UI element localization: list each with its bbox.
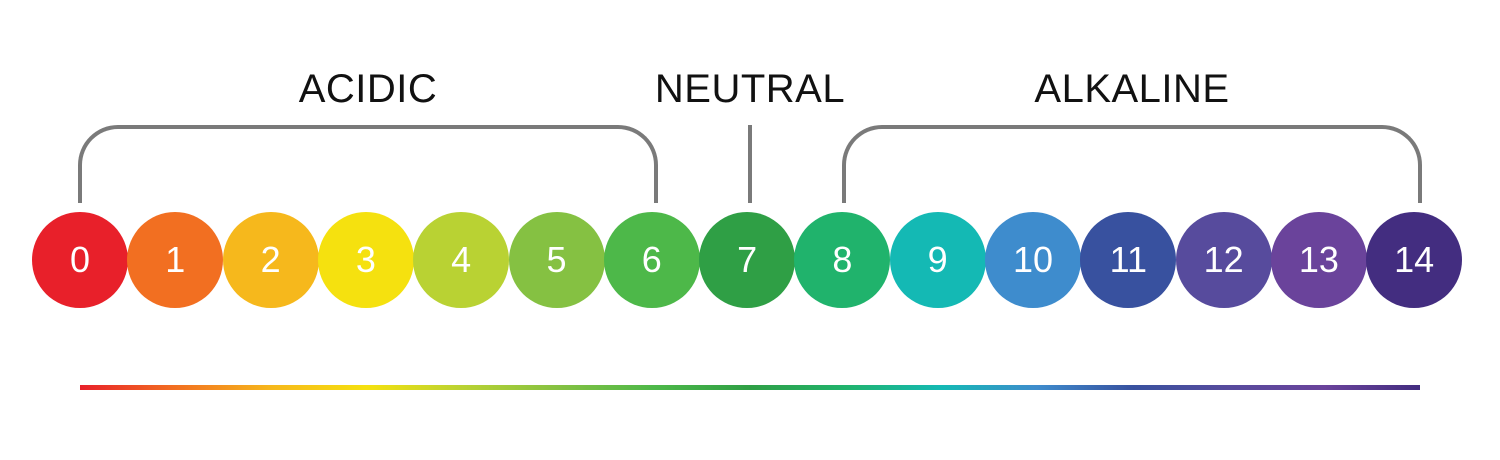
ph-circle-8: 8	[794, 212, 891, 308]
ph-circle-6: 6	[603, 212, 700, 308]
alkaline-label: ALKALINE	[1034, 67, 1230, 111]
ph-circle-14: 14	[1366, 212, 1463, 308]
neutral-label: NEUTRAL	[654, 67, 846, 111]
alkaline-bracket	[842, 125, 1422, 203]
neutral-tick	[748, 125, 752, 203]
ph-circle-3: 3	[317, 212, 414, 308]
acidic-label: ACIDIC	[298, 67, 438, 111]
ph-circle-4: 4	[413, 212, 510, 308]
acidic-bracket	[78, 125, 658, 203]
ph-circle-12: 12	[1175, 212, 1272, 308]
ph-circle-7: 7	[699, 212, 796, 308]
ph-circle-1: 1	[127, 212, 224, 308]
ph-circle-10: 10	[985, 212, 1081, 308]
ph-circle-5: 5	[508, 212, 605, 308]
ph-circle-0: 0	[32, 212, 128, 308]
ph-circle-9: 9	[889, 212, 986, 308]
ph-circle-11: 11	[1080, 212, 1177, 308]
ph-gradient-bar	[80, 385, 1420, 390]
ph-circle-2: 2	[222, 212, 319, 308]
ph-circle-13: 13	[1270, 212, 1367, 308]
